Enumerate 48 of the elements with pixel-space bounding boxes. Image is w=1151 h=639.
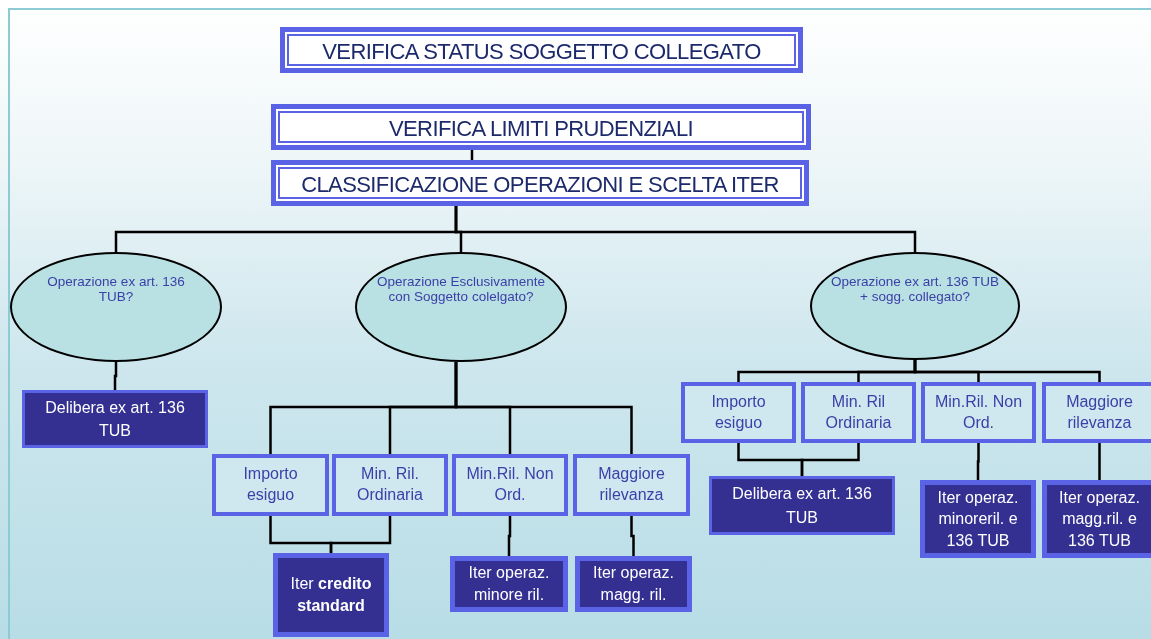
option-box	[452, 454, 568, 516]
connector-line	[113, 362, 118, 390]
option-box	[681, 382, 796, 443]
connector-line	[454, 206, 917, 252]
option-box	[573, 454, 690, 516]
connector-line	[329, 516, 392, 553]
process-box	[280, 27, 803, 73]
node-label: Operazione ex art. 136 TUB + sogg. collegato?	[830, 274, 1000, 304]
node-label: VERIFICA STATUS SOGGETTO COLLEGATO	[322, 39, 761, 65]
node-label: Maggiore rilevanza	[597, 464, 666, 505]
node-label: Iter operaz. magg.ril. e 136 TUB	[1058, 487, 1141, 551]
node-label: Importo esiguo	[710, 391, 767, 433]
connector-line	[913, 360, 1101, 382]
connector-line	[1098, 443, 1101, 480]
node-label: Delibera ex art. 136 TUB	[44, 397, 186, 441]
node-label: Importo esiguo	[242, 464, 299, 505]
connector-line	[507, 516, 512, 556]
outcome-box	[709, 476, 895, 535]
option-box	[332, 454, 448, 516]
process-box	[271, 160, 809, 206]
option-box	[1042, 382, 1151, 443]
node-label: Operazione Esclusivamente con Soggetto colelgato?	[375, 274, 547, 304]
node-label: Min.Ril. Non Ord.	[933, 391, 1024, 433]
outcome-box	[1042, 480, 1151, 558]
node-label: Iter operaz. minore ril.	[467, 563, 551, 605]
option-box	[801, 382, 916, 443]
node-label: Delibera ex art. 136 TUB	[731, 484, 873, 528]
outcome-box	[22, 390, 208, 448]
outcome-box	[575, 556, 692, 612]
node-label: Iter credito standard	[289, 574, 373, 616]
node-label: Iter operaz. minoreril. e 136 TUB	[936, 487, 1020, 551]
outcome-box	[273, 553, 389, 637]
node-label: Iter operaz. magg. ril.	[592, 563, 675, 605]
connector-line	[630, 516, 635, 556]
node-label: CLASSIFICAZIONE OPERAZIONI E SCELTA ITER	[301, 172, 779, 198]
outcome-box	[920, 480, 1036, 558]
node-label: VERIFICA LIMITI PRUDENZIALI	[388, 116, 694, 142]
node-label: Maggiore rilevanza	[1065, 391, 1134, 433]
option-box	[212, 454, 329, 516]
node-label: Operazione ex art. 136 TUB?	[46, 274, 186, 304]
connector-line	[454, 362, 633, 454]
option-box	[921, 382, 1036, 443]
process-box	[271, 104, 811, 150]
node-label: Min. Ril Ordinaria	[824, 391, 893, 433]
connector-line	[976, 443, 980, 480]
node-label: Min. Ril. Ordinaria	[356, 464, 424, 505]
outcome-box	[450, 556, 568, 612]
node-label: Min.Ril. Non Ord.	[465, 464, 555, 505]
